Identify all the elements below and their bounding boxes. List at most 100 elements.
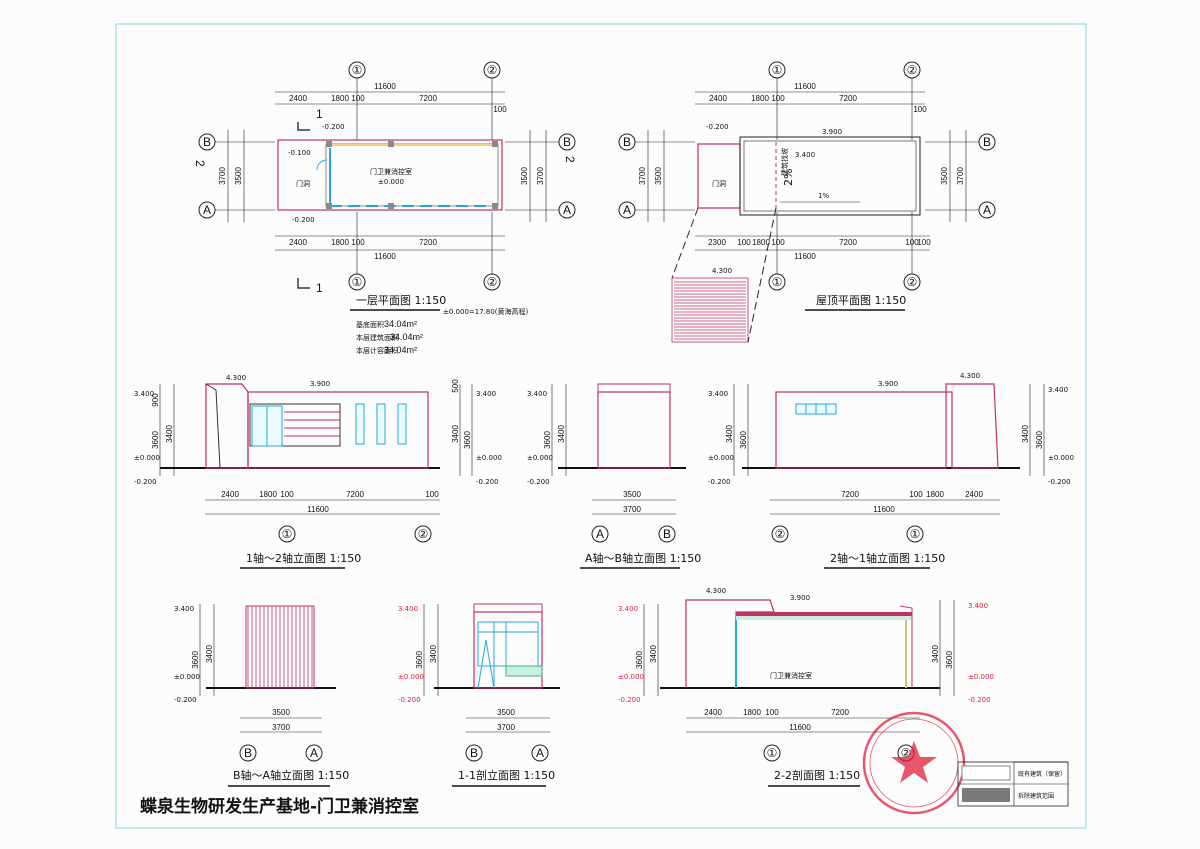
level-tag: 3.400 xyxy=(618,605,638,613)
area-label: 基底面积 xyxy=(356,320,384,329)
legend-label: 拆除建筑范围 xyxy=(1018,792,1054,800)
dim: 100 xyxy=(280,490,294,499)
axis-2-bubble: ② xyxy=(487,275,498,289)
louver-facade xyxy=(247,606,313,688)
level-tag: -0.100 xyxy=(288,149,311,157)
axis-2-bubble: ② xyxy=(901,746,912,760)
dim: 3500 xyxy=(234,167,243,185)
dim: 3600 xyxy=(945,651,954,669)
dim: 11600 xyxy=(794,82,816,91)
dim: 7200 xyxy=(841,490,859,499)
sheet-title: 蝶泉生物研发生产基地-门卫兼消控室 xyxy=(140,796,419,817)
axis-1-bubble: ① xyxy=(910,527,921,541)
level-tag: 3.400 xyxy=(134,390,154,398)
dim: 3400 xyxy=(725,425,734,443)
level-tag: ±0.000 xyxy=(174,673,200,681)
dim: 7200 xyxy=(419,238,437,247)
dim: 100 xyxy=(425,490,439,499)
level-tag: -0.200 xyxy=(706,123,729,131)
dim: 3600 xyxy=(151,431,160,449)
level-tag: 3.900 xyxy=(878,380,898,388)
axis-A-bubble: A xyxy=(983,203,991,217)
dim: 100 xyxy=(737,238,751,247)
dim: 3400 xyxy=(557,425,566,443)
level-tag: -0.200 xyxy=(322,123,345,131)
area-label: 本层建筑面积 xyxy=(356,333,398,342)
legend-swatch-existing xyxy=(961,765,1011,781)
area-value: 34.04m² xyxy=(384,345,417,355)
dim: 3600 xyxy=(191,651,200,669)
dim: 3500 xyxy=(940,167,949,185)
dim: 3700 xyxy=(623,505,641,514)
section-2-room: 门卫兼消控室 xyxy=(770,671,812,680)
dim: 100 xyxy=(771,238,785,247)
roof-slope: 1% xyxy=(818,192,829,200)
dim: 7200 xyxy=(839,94,857,103)
canopy-detail xyxy=(671,277,749,343)
dim: 3400 xyxy=(649,645,658,663)
elevation-1-title: 1轴～2轴立面图 1:150 xyxy=(246,551,361,565)
dim: 3500 xyxy=(520,167,529,185)
elevation-1-2: 4.300 3.900 3.400 ±0.000 -0.200 3.400 ±0… xyxy=(134,374,502,569)
axis-2-bubble: ② xyxy=(418,527,429,541)
axis-B-bubble: B xyxy=(203,135,211,149)
level-tag: ±0.000 xyxy=(134,454,160,462)
dim: 11600 xyxy=(789,723,811,732)
dim: 2400 xyxy=(965,490,983,499)
dim: 3400 xyxy=(1021,425,1030,443)
elevation-4-title: B轴～A轴立面图 1:150 xyxy=(233,768,349,782)
axis-1-bubble: ① xyxy=(352,275,363,289)
dim: 2400 xyxy=(709,94,727,103)
dim: 2400 xyxy=(221,490,239,499)
level-tag: 3.400 xyxy=(527,390,547,398)
dim: 1800 xyxy=(331,94,349,103)
dim: 3500 xyxy=(623,490,641,499)
level-tag: ±0.000 xyxy=(1048,454,1074,462)
dim: 1800 xyxy=(259,490,277,499)
plan1-door-label: 门洞 xyxy=(296,179,310,188)
plan1-room-level: ±0.000 xyxy=(378,178,404,186)
section-1-title: 1-1剖立面图 1:150 xyxy=(458,768,555,782)
dim: 2400 xyxy=(289,238,307,247)
plan2-title: 屋顶平面图 1:150 xyxy=(816,294,906,307)
section-mark: 1 xyxy=(316,107,323,121)
axis-2-bubble: ② xyxy=(907,275,918,289)
company-seal xyxy=(862,711,966,815)
level-tag: 4.300 xyxy=(226,374,246,382)
level-tag: 3.400 xyxy=(1048,386,1068,394)
elevation-A-B: 3.400 ±0.000 -0.200 3600 3400 3500 3700 … xyxy=(527,383,701,569)
dim: 3500 xyxy=(272,708,290,717)
axis-1-bubble: ① xyxy=(352,63,363,77)
legend-swatch-demolish xyxy=(962,788,1010,802)
dim: 100 xyxy=(351,238,365,247)
level-tag: 3.400 xyxy=(968,602,988,610)
axis-B-bubble: B xyxy=(563,135,571,149)
dim: 100 xyxy=(913,105,927,114)
axis-B-bubble: B xyxy=(244,746,252,760)
elevation-2-1: 3.900 4.300 3.400 ±0.000 -0.200 3.400 ±0… xyxy=(708,372,1074,569)
level-tag: ±0.000 xyxy=(618,673,644,681)
dim: 7200 xyxy=(419,94,437,103)
level-tag: ±0.000 xyxy=(708,454,734,462)
dim: 3600 xyxy=(635,651,644,669)
level-tag: 4.300 xyxy=(960,372,980,380)
plan1-room-label: 门卫兼消控室 xyxy=(370,167,412,176)
dim: 1800 xyxy=(752,238,770,247)
level-tag: -0.200 xyxy=(134,478,157,486)
dim: 2400 xyxy=(289,94,307,103)
level-tag: ±0.000 xyxy=(527,454,553,462)
level-tag: 3.900 xyxy=(790,594,810,602)
dim: 7200 xyxy=(831,708,849,717)
dim: 100 xyxy=(917,238,931,247)
section-2-2: 门卫兼消控室 4.300 3.900 3.400 ±0.000 -0.200 3… xyxy=(618,587,994,787)
level-tag: 3.400 xyxy=(398,605,418,613)
section-mark: 2 xyxy=(193,160,207,167)
dim: 1800 xyxy=(926,490,944,499)
axis-A-bubble: A xyxy=(203,203,211,217)
level-tag: 3.400 xyxy=(476,390,496,398)
axis-B-bubble: B xyxy=(983,135,991,149)
legend-label: 既有建筑（保留） xyxy=(1018,770,1066,778)
legend-table: 既有建筑（保留） 拆除建筑范围 xyxy=(957,761,1069,807)
